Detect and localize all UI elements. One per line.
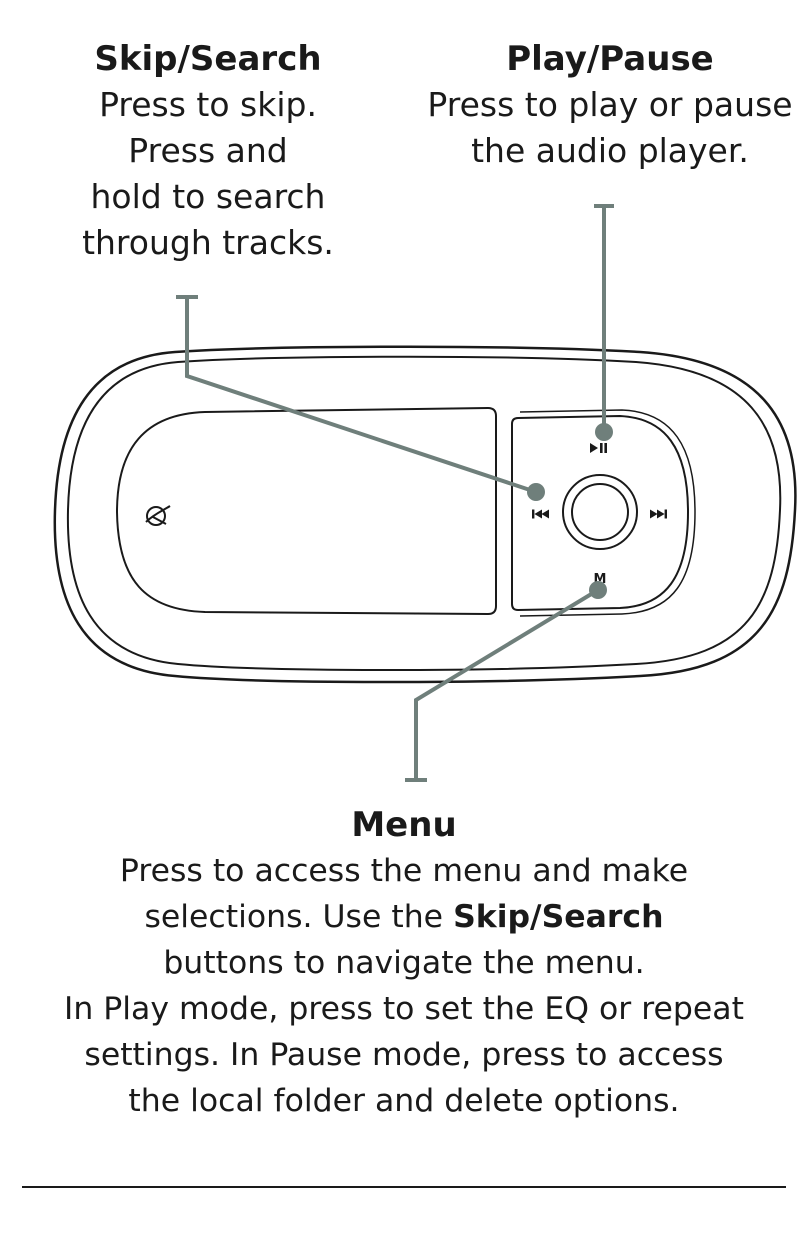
menu-line-4: In Play mode, press to set the EQ or rep… bbox=[64, 991, 744, 1027]
menu-line-6: the local folder and delete options. bbox=[128, 1083, 680, 1119]
skip-search-callout-line bbox=[176, 295, 537, 494]
brand-logo-icon bbox=[145, 505, 171, 526]
skip-search-line-4: through tracks. bbox=[82, 223, 334, 262]
menu-line-2-bold: Skip/Search bbox=[453, 899, 664, 935]
skip-search-callout-text: Skip/Search Press to skip. Press and hol… bbox=[58, 36, 358, 266]
center-wheel-inner bbox=[571, 483, 629, 541]
skip-search-line-1: Press to skip. bbox=[99, 85, 317, 124]
play-pause-callout-text: Play/Pause Press to play or pause the au… bbox=[425, 36, 795, 174]
device-outer-shell bbox=[53, 345, 797, 684]
menu-title: Menu bbox=[351, 805, 457, 845]
device-inner-shell bbox=[66, 355, 782, 671]
menu-line-2-text: selections. Use the bbox=[144, 899, 454, 935]
menu-callout-text: Menu Press to access the menu and make s… bbox=[30, 802, 778, 1124]
play-pause-title: Play/Pause bbox=[506, 39, 714, 79]
menu-line-1: Press to access the menu and make bbox=[119, 853, 689, 889]
control-pad-outline bbox=[519, 409, 696, 617]
control-pad[interactable] bbox=[511, 414, 690, 612]
play-pause-line-2: the audio player. bbox=[471, 131, 749, 170]
play-pause-icon[interactable] bbox=[590, 443, 607, 453]
center-wheel-outer[interactable] bbox=[562, 474, 638, 550]
skip-forward-icon[interactable] bbox=[650, 509, 667, 519]
skip-back-icon[interactable] bbox=[532, 509, 549, 519]
play-pause-line-1: Press to play or pause bbox=[427, 85, 793, 124]
skip-search-line-2: Press and bbox=[128, 131, 288, 170]
menu-line-3: buttons to navigate the menu. bbox=[163, 945, 645, 981]
device-screen-panel bbox=[115, 406, 497, 616]
menu-callout-dot bbox=[589, 581, 607, 599]
bottom-divider bbox=[22, 1186, 786, 1188]
menu-line-5: settings. In Pause mode, press to access bbox=[84, 1037, 724, 1073]
skip-search-title: Skip/Search bbox=[94, 39, 322, 79]
menu-line-2: selections. Use the Skip/Search bbox=[30, 894, 778, 940]
play-pause-callout-dot bbox=[595, 423, 613, 441]
skip-search-line-3: hold to search bbox=[90, 177, 326, 216]
menu-callout-line bbox=[405, 588, 600, 782]
skip-search-callout-dot bbox=[527, 483, 545, 501]
play-pause-callout-line bbox=[594, 204, 614, 430]
